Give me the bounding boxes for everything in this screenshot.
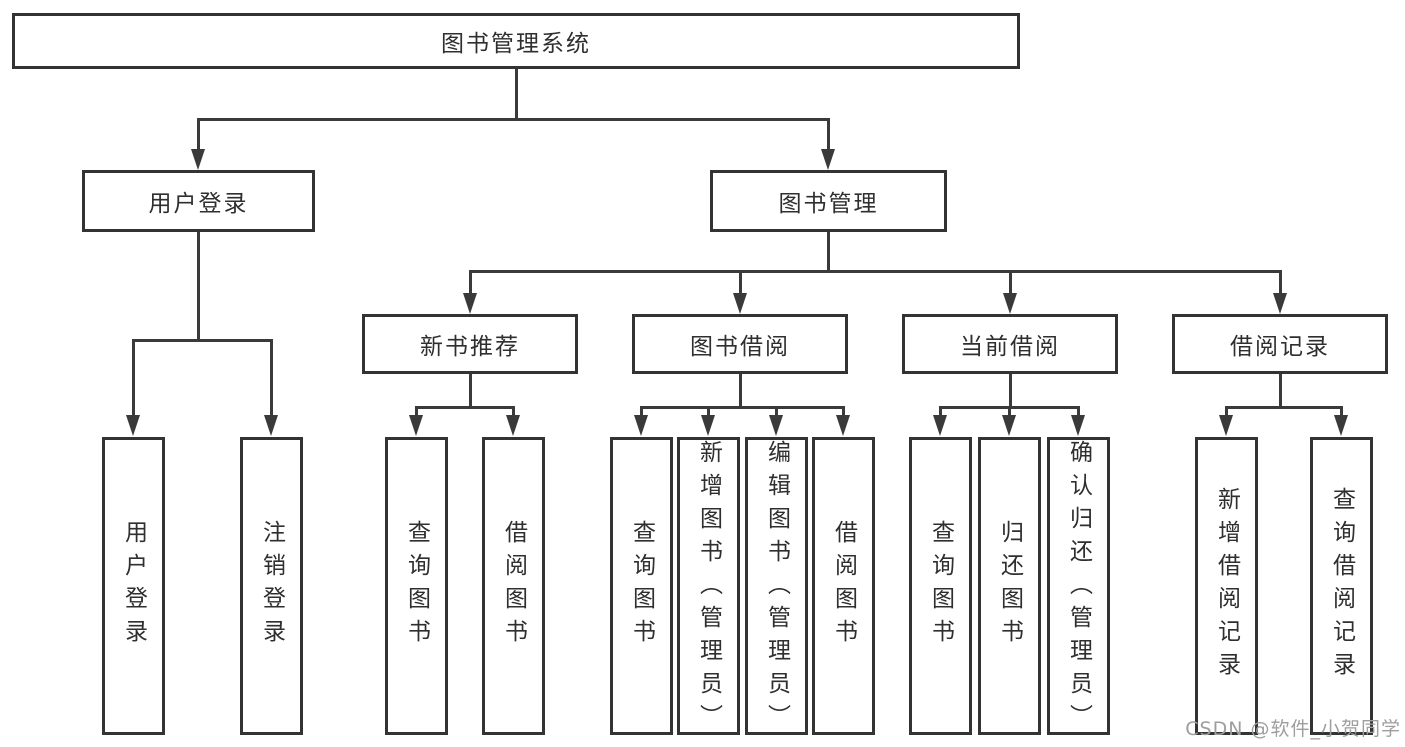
leaf-query-borrow-record-label: 查询借阅记录 [1328,487,1355,685]
leaf-add-borrow-record: 新增借阅记录 [1195,437,1258,735]
node-user-login: 用户登录 [82,170,315,232]
connector-line [270,339,273,416]
leaf-query-books-borrowing: 查询图书 [610,437,673,735]
arrowhead-down-icon [264,415,278,436]
arrowhead-down-icon [1071,415,1085,436]
leaf-edit-books-admin-label: 编辑图书（管理员） [763,440,790,737]
leaf-user-login-label: 用户登录 [120,520,147,652]
node-user-login-label: 用户登录 [148,191,249,217]
node-book-borrowing: 图书借阅 [632,314,848,374]
leaf-query-books-borrowing-label: 查询图书 [628,520,655,652]
leaf-borrow-books-label: 借阅图书 [830,520,857,652]
leaf-borrow-books: 借阅图书 [812,437,875,735]
leaf-query-borrow-record: 查询借阅记录 [1310,437,1373,735]
connector-line [939,406,942,416]
leaf-add-books-admin-label: 新增图书（管理员） [695,440,722,737]
arrowhead-down-icon [769,415,783,436]
connector-line [415,406,515,409]
connector-line [1077,406,1080,416]
arrowhead-down-icon [933,415,947,436]
connector-line [775,406,778,416]
connector-line [469,270,472,294]
leaf-query-books-current-label: 查询图书 [927,520,954,652]
leaf-query-books-recommend-label: 查询图书 [403,520,430,652]
connector-line [197,118,830,121]
connector-line [132,339,273,342]
connector-line [515,69,518,118]
node-book-management-label: 图书管理 [778,191,879,217]
leaf-logout: 注销登录 [240,437,303,735]
arrowhead-down-icon [1273,293,1287,314]
connector-line [415,406,418,416]
connector-line [1009,374,1012,406]
arrowhead-down-icon [126,415,140,436]
connector-line [739,270,742,294]
leaf-return-books: 归还图书 [978,437,1041,735]
arrowhead-down-icon [506,415,520,436]
connector-line [640,406,643,416]
leaf-logout-label: 注销登录 [258,520,285,652]
leaf-confirm-return-admin-label: 确认归还（管理员） [1065,440,1092,737]
arrowhead-down-icon [733,293,747,314]
node-book-management: 图书管理 [710,170,947,232]
leaf-return-books-label: 归还图书 [996,520,1023,652]
connector-line [469,270,1282,273]
node-new-book-recommend: 新书推荐 [362,314,578,374]
connector-line [1279,374,1282,406]
leaf-borrow-books-recommend: 借阅图书 [482,437,545,735]
connector-line [842,406,845,416]
arrowhead-down-icon [1334,415,1348,436]
arrowhead-down-icon [191,149,205,170]
arrowhead-down-icon [1003,293,1017,314]
leaf-add-books-admin: 新增图书（管理员） [677,437,740,737]
node-root-label: 图书管理系统 [441,31,591,57]
leaf-confirm-return-admin: 确认归还（管理员） [1047,437,1110,737]
arrowhead-down-icon [463,293,477,314]
connector-line [469,374,472,406]
csdn-watermark: CSDN @软件_小贺同学 [1185,718,1401,740]
connector-line [1009,270,1012,294]
arrowhead-down-icon [836,415,850,436]
connector-line [827,232,830,270]
connector-line [132,339,135,416]
connector-line [1340,406,1343,416]
connector-line [640,406,844,409]
connector-line [707,406,710,416]
node-root-library-system: 图书管理系统 [12,13,1020,69]
connector-line [1279,270,1282,294]
node-current-borrowing-label: 当前借阅 [960,334,1060,360]
connector-line [739,374,742,406]
node-borrow-records: 借阅记录 [1172,314,1388,374]
arrowhead-down-icon [821,149,835,170]
arrowhead-down-icon [634,415,648,436]
leaf-borrow-books-recommend-label: 借阅图书 [500,520,527,652]
connector-line [197,118,200,150]
arrowhead-down-icon [1219,415,1233,436]
connector-line [197,232,200,339]
leaf-add-borrow-record-label: 新增借阅记录 [1213,487,1240,685]
node-borrow-records-label: 借阅记录 [1230,334,1330,360]
node-book-borrowing-label: 图书借阅 [690,334,790,360]
connector-line [1225,406,1228,416]
leaf-user-login: 用户登录 [102,437,165,735]
node-new-book-recommend-label: 新书推荐 [420,334,520,360]
arrowhead-down-icon [701,415,715,436]
connector-line [512,406,515,416]
arrowhead-down-icon [1002,415,1016,436]
leaf-query-books-recommend: 查询图书 [385,437,448,735]
leaf-query-books-current: 查询图书 [909,437,972,735]
node-current-borrowing: 当前借阅 [902,314,1118,374]
connector-line [827,118,830,150]
connector-line [1225,406,1342,409]
leaf-edit-books-admin: 编辑图书（管理员） [745,437,808,737]
arrowhead-down-icon [409,415,423,436]
connector-line [1008,406,1011,416]
